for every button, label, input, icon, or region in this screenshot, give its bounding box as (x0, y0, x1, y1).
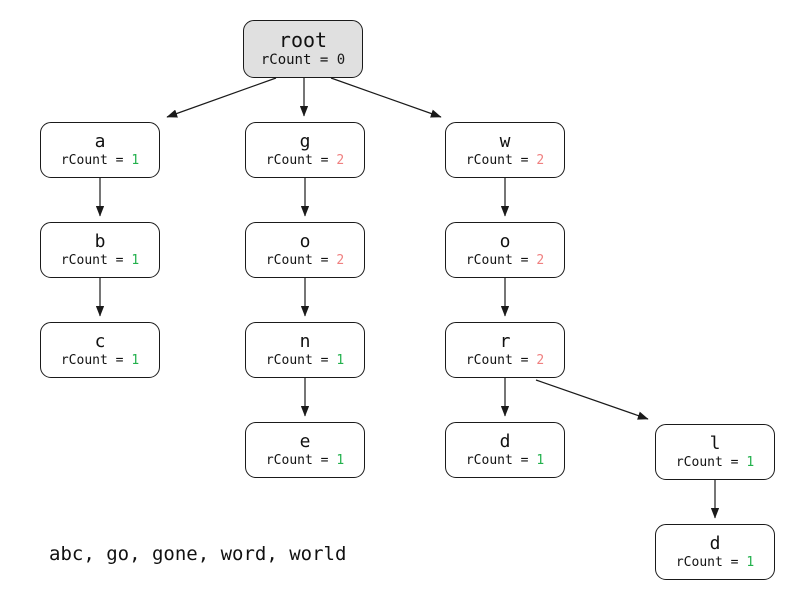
edge-root-w (330, 77, 442, 118)
rcount-value: 1 (536, 453, 545, 468)
node-letter: o (499, 231, 511, 252)
rcount-label: rCount = (465, 453, 537, 468)
node-rcount: rCount = 1 (61, 152, 139, 169)
rcount-value: 1 (131, 153, 140, 168)
node-rcount: rCount = 2 (266, 152, 344, 169)
node-letter: d (709, 533, 721, 554)
rcount-label: rCount = (465, 153, 537, 168)
rcount-label: rCount = (675, 455, 747, 470)
trie-node-n: n rCount = 1 (245, 322, 365, 378)
rcount-label: rCount = (675, 555, 747, 570)
node-letter: b (94, 231, 106, 252)
node-rcount: rCount = 1 (61, 352, 139, 369)
edge-r-l (535, 379, 649, 420)
rcount-value: 2 (536, 353, 545, 368)
node-letter: root (278, 28, 328, 52)
edge-root-a (166, 77, 277, 118)
trie-node-o-word: o rCount = 2 (445, 222, 565, 278)
rcount-value: 0 (336, 52, 346, 68)
rcount-value: 1 (131, 353, 140, 368)
node-rcount: rCount = 2 (466, 152, 544, 169)
node-rcount: rCount = 1 (266, 352, 344, 369)
node-letter: a (94, 131, 106, 152)
node-rcount: rCount = 0 (261, 52, 345, 69)
rcount-value: 2 (336, 253, 345, 268)
node-letter: g (299, 131, 311, 152)
rcount-value: 1 (336, 353, 345, 368)
node-letter: n (299, 331, 311, 352)
trie-node-r: r rCount = 2 (445, 322, 565, 378)
rcount-label: rCount = (265, 153, 337, 168)
trie-node-g: g rCount = 2 (245, 122, 365, 178)
node-letter: w (499, 131, 511, 152)
node-rcount: rCount = 1 (266, 452, 344, 469)
trie-node-d-word: d rCount = 1 (445, 422, 565, 478)
node-rcount: rCount = 2 (466, 252, 544, 269)
node-rcount: rCount = 1 (466, 452, 544, 469)
node-letter: r (499, 331, 511, 352)
rcount-label: rCount = (265, 453, 337, 468)
rcount-value: 1 (746, 455, 755, 470)
trie-node-w: w rCount = 2 (445, 122, 565, 178)
node-letter: c (94, 331, 106, 352)
node-letter: e (299, 431, 311, 452)
rcount-label: rCount = (260, 52, 337, 68)
trie-node-root: root rCount = 0 (243, 20, 363, 78)
node-letter: l (709, 433, 721, 454)
word-list: abc, go, gone, word, world (49, 543, 347, 565)
rcount-value: 2 (336, 153, 345, 168)
trie-node-l: l rCount = 1 (655, 424, 775, 480)
node-rcount: rCount = 1 (676, 554, 754, 571)
node-rcount: rCount = 2 (266, 252, 344, 269)
rcount-value: 2 (536, 153, 545, 168)
rcount-label: rCount = (265, 253, 337, 268)
rcount-value: 1 (131, 253, 140, 268)
node-rcount: rCount = 2 (466, 352, 544, 369)
rcount-label: rCount = (465, 253, 537, 268)
node-rcount: rCount = 1 (61, 252, 139, 269)
rcount-value: 2 (536, 253, 545, 268)
trie-node-d-world: d rCount = 1 (655, 524, 775, 580)
trie-node-c: c rCount = 1 (40, 322, 160, 378)
trie-node-o-gone: o rCount = 2 (245, 222, 365, 278)
node-rcount: rCount = 1 (676, 454, 754, 471)
node-letter: d (499, 431, 511, 452)
trie-node-a: a rCount = 1 (40, 122, 160, 178)
rcount-label: rCount = (60, 253, 132, 268)
trie-node-b: b rCount = 1 (40, 222, 160, 278)
rcount-label: rCount = (265, 353, 337, 368)
node-letter: o (299, 231, 311, 252)
rcount-value: 1 (746, 555, 755, 570)
rcount-label: rCount = (60, 353, 132, 368)
rcount-label: rCount = (465, 353, 537, 368)
rcount-value: 1 (336, 453, 345, 468)
trie-node-e: e rCount = 1 (245, 422, 365, 478)
rcount-label: rCount = (60, 153, 132, 168)
